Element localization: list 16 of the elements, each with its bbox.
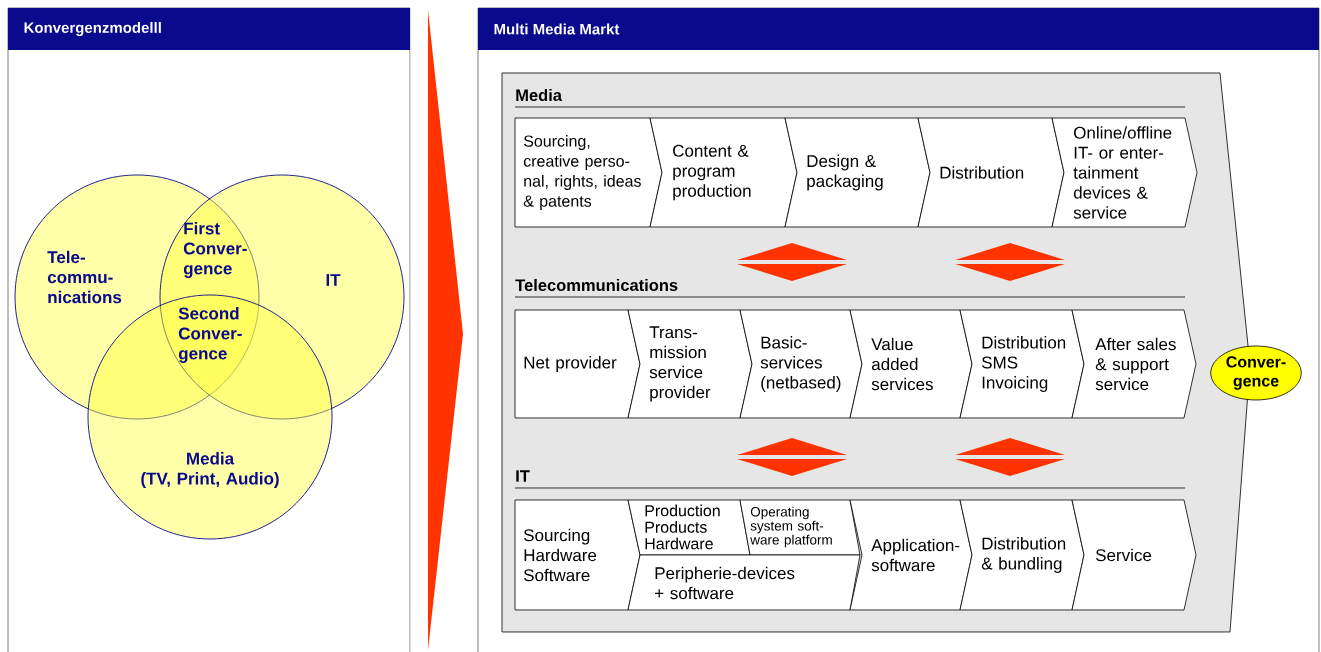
chevron-box: Production Products Hardware	[627, 499, 751, 556]
row-heading: Telecommunications	[515, 278, 678, 292]
chevron-box: Distribution	[917, 117, 1065, 228]
row-heading: IT	[516, 470, 530, 482]
chevron-box: Net provider	[514, 309, 641, 419]
venn-label: First Conver- gence	[183, 222, 247, 278]
chevron-box: After sales & support service	[1071, 309, 1197, 419]
chevron-box: Sourcing, creative perso- nal, rights, ideas & patents	[514, 117, 663, 228]
chevron-box: Online/offline IT- or enter- tainment devices & service	[1051, 117, 1198, 228]
chevron-box: Content & program production	[649, 117, 798, 228]
chevron-box: Peripherie-devices + software	[627, 554, 861, 611]
venn-label: Second Conver- gence	[178, 307, 242, 363]
row-heading: Media	[516, 88, 563, 102]
chevron-box: Design & packaging	[784, 117, 931, 228]
chevron-box: Operating system soft- ware platform	[739, 499, 861, 556]
chevron-box: Service	[1071, 499, 1197, 611]
